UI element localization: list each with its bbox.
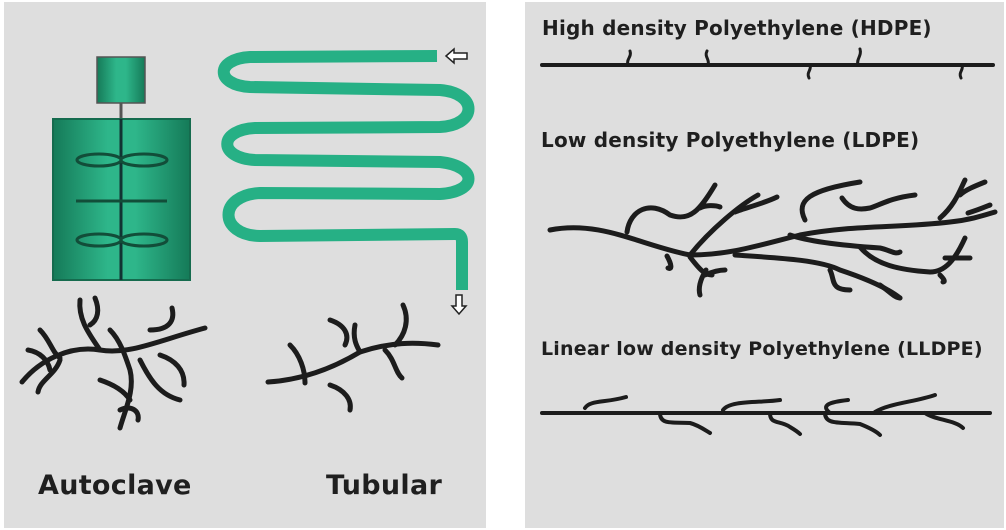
hdpe-chain-icon — [540, 47, 995, 80]
inlet-arrow-icon — [444, 47, 468, 65]
autoclave-reactor-icon — [52, 56, 191, 281]
autoclave-branched-polymer-icon — [19, 295, 208, 431]
ldpe-chain-icon — [547, 177, 998, 301]
lldpe-chain-icon — [540, 393, 992, 437]
ldpe-label: Low density Polyethylene (LDPE) — [541, 128, 920, 152]
tubular-reactor-icon — [217, 50, 475, 290]
outlet-arrow-icon — [450, 294, 468, 316]
hdpe-label: High density Polyethylene (HDPE) — [542, 16, 932, 40]
lldpe-label: Linear low density Polyethylene (LLDPE) — [541, 338, 983, 360]
autoclave-label: Autoclave — [38, 470, 192, 501]
tubular-branched-polymer-icon — [265, 302, 441, 413]
tubular-label: Tubular — [326, 470, 443, 501]
polymer-structure-panel — [525, 2, 1004, 528]
